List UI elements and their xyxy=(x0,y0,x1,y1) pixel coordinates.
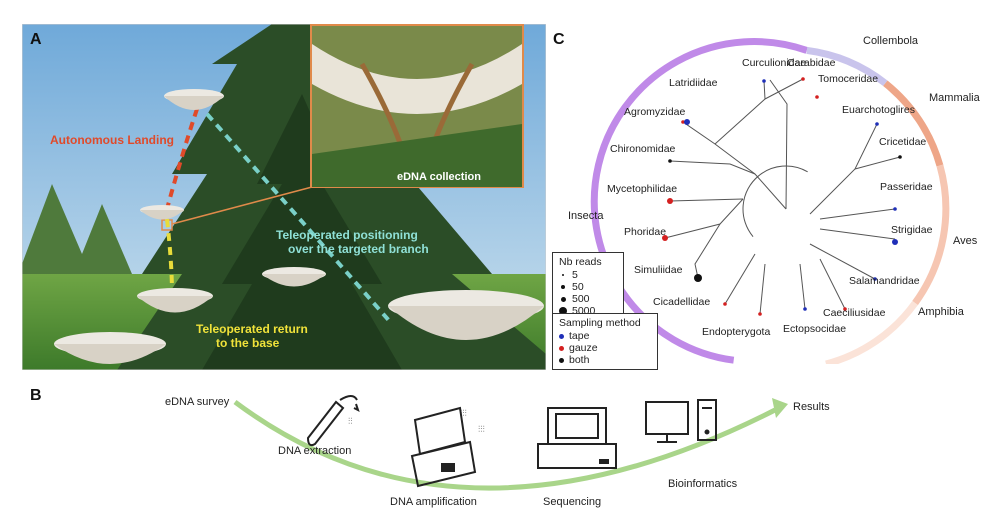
dot-5000 xyxy=(559,307,567,315)
taxon-curculionidae: Curculionidae xyxy=(742,57,807,69)
tip-cicadellidae xyxy=(723,302,727,306)
ring-aves xyxy=(912,164,950,306)
sequencer-icon xyxy=(537,407,617,469)
legend-reads-title: Nb reads xyxy=(559,256,602,268)
step-bioinformatics: Bioinformatics xyxy=(668,478,738,490)
dot-both xyxy=(559,357,564,363)
taxon-phoridae: Phoridae xyxy=(624,226,667,238)
return-label-line1: Teleoperated return xyxy=(196,322,308,336)
svg-text:⫶⫶⫶: ⫶⫶⫶ xyxy=(478,424,485,434)
dot-tape xyxy=(559,333,564,339)
panel-c-letter: C xyxy=(553,31,565,48)
tip-euarchotoglires xyxy=(875,122,879,126)
workflow-illustration: ⫶⫶ ⫶⫶⫶ ⫶⫶⫶ xyxy=(233,395,788,491)
group-aves: Aves xyxy=(953,235,978,247)
dot-gauze xyxy=(559,345,564,351)
dot-5 xyxy=(562,274,564,276)
tip-carabidae xyxy=(801,77,805,81)
drone-photo xyxy=(22,24,546,370)
workflow-arrowhead xyxy=(772,398,788,418)
legend-reads-item: 5 xyxy=(559,269,617,281)
positioning-label-line2: over the targeted branch xyxy=(288,242,429,256)
step-edna-survey: eDNA survey xyxy=(165,396,230,408)
tip-caeciliusidae xyxy=(843,307,847,311)
taxon-ectopsocidae: Ectopsocidae xyxy=(783,323,847,335)
legend-method-item: gauze xyxy=(559,342,651,354)
computer-icon xyxy=(645,399,717,443)
return-label-line2: to the base xyxy=(216,336,280,350)
legend-method-title: Sampling method xyxy=(559,317,641,329)
tree-tip-dots xyxy=(662,77,902,316)
legend-reads-label: 500 xyxy=(572,293,590,305)
positioning-label-line1: Teleoperated positioning xyxy=(276,228,418,242)
tip-latridiidae xyxy=(681,120,685,124)
panel-b-letter: B xyxy=(30,387,42,404)
ring-mammalia xyxy=(883,80,944,167)
taxon-chironomidae: Chironomidae xyxy=(610,143,676,155)
legend-reads-item: 500 xyxy=(559,293,617,305)
taxon-latridiidae: Latridiidae xyxy=(669,77,718,89)
tip-agromyzidae xyxy=(684,119,690,125)
ring-collembola xyxy=(806,46,888,87)
legend-reads-item: 50 xyxy=(559,281,617,293)
legend-reads-label: 50 xyxy=(572,281,584,293)
legend-method: Sampling method tape gauze both xyxy=(552,313,658,370)
group-mammalia: Mammalia xyxy=(929,92,980,104)
step-dna-amplification: DNA amplification xyxy=(390,496,477,508)
taxon-agromyzidae: Agromyzidae xyxy=(624,106,686,118)
autonomous-landing-label: Autonomous Landing xyxy=(50,133,174,147)
legend-method-label: tape xyxy=(569,330,590,342)
dot-500 xyxy=(560,296,566,302)
taxon-mycetophilidae: Mycetophilidae xyxy=(607,183,678,195)
taxon-carabidae: Carabidae xyxy=(787,57,836,69)
panel-a-letter: A xyxy=(30,31,42,48)
step-sequencing: Sequencing xyxy=(543,496,602,508)
tip-cricetidae xyxy=(898,155,902,159)
drone-photo-illustration xyxy=(22,24,546,370)
group-insecta: Insecta xyxy=(568,210,604,222)
tip-strigidae xyxy=(892,239,898,245)
tip-passeridae xyxy=(893,207,897,211)
taxon-caeciliusidae: Caeciliusidae xyxy=(823,307,886,319)
ring-amphibia xyxy=(825,300,918,364)
taxon-passeridae: Passeridae xyxy=(880,181,933,193)
taxon-salamandridae: Salamandridae xyxy=(849,275,920,287)
tip-phoridae xyxy=(662,235,668,241)
step-dna-extraction: DNA extraction xyxy=(278,445,352,457)
legend-method-label: gauze xyxy=(569,342,598,354)
dot-50 xyxy=(561,285,565,289)
tip-curculionidae xyxy=(762,79,766,83)
tip-mycetophilidae xyxy=(667,198,673,204)
tree-core-arc xyxy=(742,165,830,253)
legend-method-item: tape xyxy=(559,330,651,342)
taxon-strigidae: Strigidae xyxy=(891,224,933,236)
svg-text:⫶⫶⫶: ⫶⫶⫶ xyxy=(460,408,467,418)
tip-simuliidae xyxy=(694,274,702,282)
tube-icon: ⫶⫶ xyxy=(306,395,360,447)
legend-method-item: both xyxy=(559,354,651,366)
tip-ectopsocidae xyxy=(803,307,807,311)
taxon-cicadellidae: Cicadellidae xyxy=(653,296,711,308)
pcr-machine-icon: ⫶⫶⫶ ⫶⫶⫶ xyxy=(410,406,485,488)
tip-chironomidae xyxy=(668,159,672,163)
taxon-simuliidae: Simuliidae xyxy=(634,264,683,276)
tip-endopterygota xyxy=(758,312,762,316)
legend-reads: Nb reads 5 50 500 5000 xyxy=(552,252,624,321)
group-collembola: Collembola xyxy=(863,35,919,47)
tip-salamandridae xyxy=(873,277,877,281)
ring-insecta xyxy=(590,38,808,364)
svg-text:⫶⫶: ⫶⫶ xyxy=(348,416,353,426)
workflow-arrow xyxy=(233,399,777,491)
edna-collection-label: eDNA collection xyxy=(397,171,481,183)
taxon-endopterygota: Endopterygota xyxy=(702,326,771,338)
step-results: Results xyxy=(793,401,830,413)
taxon-cricetidae: Cricetidae xyxy=(879,136,927,148)
tip-tomoceridae xyxy=(815,95,819,99)
phylogenetic-tree xyxy=(590,38,950,364)
group-amphibia: Amphibia xyxy=(918,306,964,318)
legend-method-label: both xyxy=(569,354,590,366)
taxon-euarchotoglires: Euarchotoglires xyxy=(842,104,915,116)
taxon-tomoceridae: Tomoceridae xyxy=(818,73,879,85)
legend-reads-label: 5 xyxy=(572,269,578,281)
